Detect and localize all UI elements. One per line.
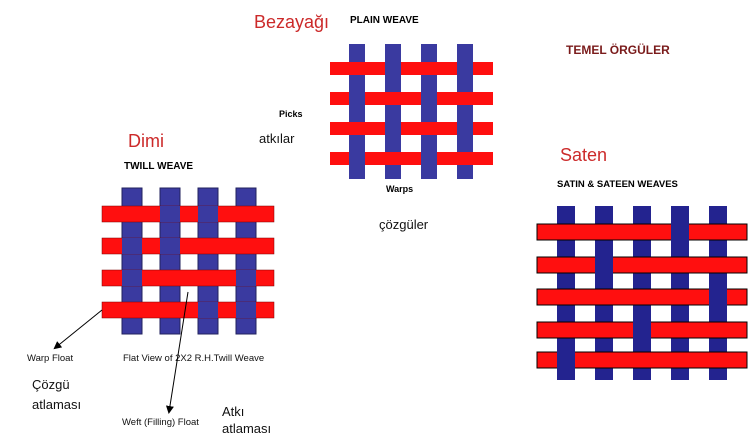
twill-weave-title: TWILL WEAVE bbox=[124, 161, 194, 172]
twill-weave-diagram bbox=[53, 187, 275, 414]
satin-weave-diagram bbox=[536, 206, 748, 380]
picks-turkish-label: atkılar bbox=[259, 131, 295, 146]
satin-weft-5 bbox=[536, 351, 748, 369]
twill-weft-3 bbox=[101, 269, 275, 287]
twill-warp-2 bbox=[159, 187, 181, 335]
plain-warp-1 bbox=[349, 44, 365, 179]
twill-weft-1 bbox=[101, 205, 275, 223]
plain-weave-diagram bbox=[330, 44, 493, 179]
twill-weave-turkish-title: Dimi bbox=[128, 131, 164, 151]
plain-weave-turkish-title: Bezayağı bbox=[254, 12, 330, 32]
warp-float-arrow bbox=[53, 309, 103, 350]
twill-warp-3 bbox=[197, 187, 219, 335]
plain-weft-2 bbox=[330, 92, 493, 105]
weft-float-label: Weft (Filling) Float bbox=[122, 417, 199, 428]
satin-weft-3 bbox=[536, 288, 748, 306]
satin-weave-title: SATIN & SATEEN WEAVES bbox=[557, 179, 678, 190]
satin-weft-1 bbox=[536, 223, 748, 241]
warps-turkish-label: çözgüler bbox=[379, 217, 429, 232]
plain-weave-title: PLAIN WEAVE bbox=[350, 15, 419, 26]
warps-label: Warps bbox=[386, 184, 414, 194]
weft-float-arrow bbox=[165, 291, 189, 414]
satin-weave-turkish-title: Saten bbox=[560, 145, 608, 165]
warp-float-turkish-line2: atlaması bbox=[32, 397, 82, 412]
twill-warp-4 bbox=[235, 187, 257, 335]
weft-float-turkish-line1: Atkı bbox=[222, 404, 245, 419]
picks-label: Picks bbox=[279, 109, 303, 119]
satin-weft-2 bbox=[536, 256, 748, 274]
weft-float-turkish-line2: atlaması bbox=[222, 421, 272, 436]
twill-weft-2 bbox=[101, 237, 275, 255]
warp-float-label: Warp Float bbox=[27, 353, 74, 364]
flat-view-caption: Flat View of 2X2 R.H.Twill Weave bbox=[123, 353, 265, 364]
plain-warp-4 bbox=[457, 44, 473, 179]
plain-warp-3 bbox=[421, 44, 437, 179]
plain-weft-4 bbox=[330, 152, 493, 165]
plain-warp-2 bbox=[385, 44, 401, 179]
twill-warp-1 bbox=[121, 187, 143, 335]
plain-weft-1 bbox=[330, 62, 493, 75]
main-title: TEMEL ÖRGÜLER bbox=[566, 43, 670, 57]
warp-float-turkish-line1: Çözgü bbox=[32, 377, 70, 392]
plain-weft-3 bbox=[330, 122, 493, 135]
